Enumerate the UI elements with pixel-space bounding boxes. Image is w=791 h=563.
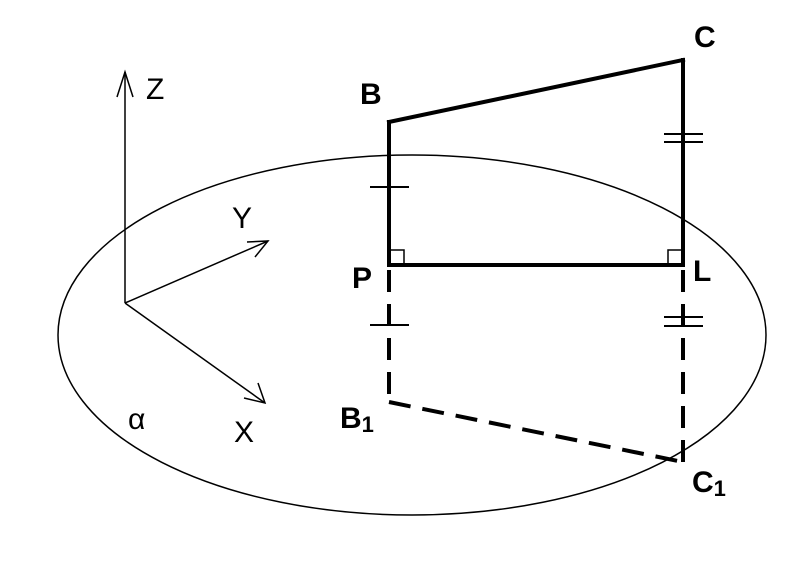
y-axis	[124, 240, 269, 304]
z-arrowhead	[116, 69, 134, 98]
coordinate-axes	[116, 69, 270, 405]
plane-alpha	[57, 154, 767, 516]
point-label-B: B	[360, 78, 382, 111]
right-angle-P	[389, 249, 405, 265]
x-axis-label: X	[234, 416, 254, 449]
z-axis-label: Z	[146, 73, 164, 106]
point-label-C1-sub: 1	[714, 476, 726, 501]
x-axis	[124, 302, 266, 404]
edge-B1C1	[388, 400, 684, 464]
tick-marks	[370, 133, 703, 327]
x-arrowhead	[243, 382, 267, 405]
point-label-C1-base: C	[692, 466, 714, 499]
point-label-B1-base: B	[340, 402, 362, 435]
dashed-edges	[387, 270, 685, 464]
right-angle-markers	[389, 249, 683, 265]
point-label-L: L	[693, 255, 711, 288]
point-label-B1-sub: 1	[362, 412, 374, 437]
point-label-C: C	[694, 21, 716, 54]
point-label-C1: C1	[692, 466, 726, 501]
right-angle-L	[667, 249, 683, 265]
point-label-P: P	[352, 262, 372, 295]
point-label-B1: B1	[340, 402, 374, 437]
edge-BC	[386, 57, 686, 125]
y-arrowhead	[246, 240, 270, 258]
plane-alpha-label: α	[128, 403, 145, 436]
solid-edges	[386, 57, 686, 267]
y-axis-label: Y	[232, 202, 252, 235]
